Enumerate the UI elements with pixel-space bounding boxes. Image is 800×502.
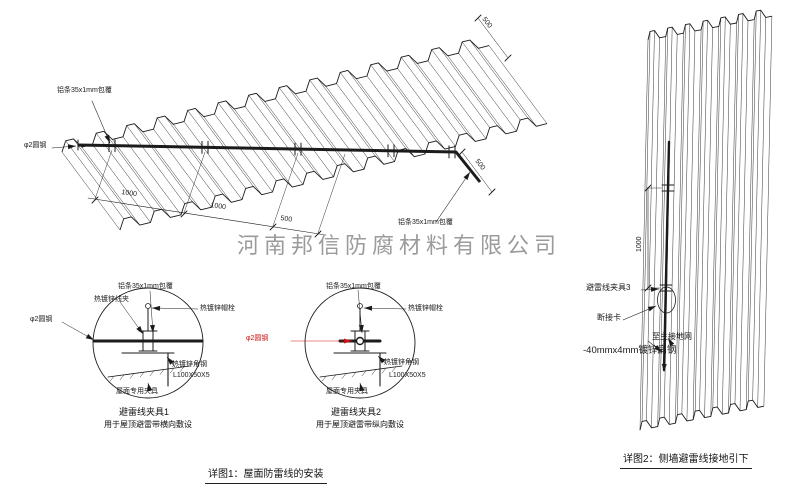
detail2-title: 避雷线夹具2 xyxy=(331,407,382,417)
dim-500-a: 500 xyxy=(279,215,293,224)
label-d2-strip: 铝条35x1mm包覆 xyxy=(326,283,381,290)
label-wall-to-ground: 至主接地网 xyxy=(652,332,692,341)
label-roof-strip-right: 铝条35x1mm包覆 xyxy=(398,219,453,226)
roof-lightning-wire xyxy=(77,139,482,183)
wall-dimension xyxy=(644,184,663,292)
label-d1-clamp: 屋面专用夹具 xyxy=(116,388,158,395)
label-d1-strip: 铝条35x1mm包覆 xyxy=(118,283,173,290)
label-roof-strip-top: 铝条35x1mm包覆 xyxy=(57,87,112,94)
label-d1-round-steel: φ2圆钢 xyxy=(30,316,53,323)
label-d2-bolt: 热镀锌帽栓 xyxy=(408,305,443,312)
wall-sheet xyxy=(639,9,773,431)
label-wall-clamp3: 避雷线夹具3 xyxy=(586,283,631,292)
wall-leaders xyxy=(622,286,675,353)
company-watermark: 河南邦信防腐材料有限公司 xyxy=(237,233,562,258)
label-d1-angle: 热镀锌角钢 xyxy=(172,361,207,368)
roof-sheet xyxy=(61,39,548,231)
label-d1-clip: 热镀锌线夹 xyxy=(94,296,129,303)
label-wall-disconnect: 断接卡 xyxy=(597,313,621,322)
caption-detail1: 详图1：屋面防雷线的安装 xyxy=(205,469,327,484)
label-d1-angle-spec: L100X50X5 xyxy=(173,372,210,379)
detail-circle-2 xyxy=(290,287,416,399)
label-d2-round-steel: φ2圆钢 xyxy=(246,335,269,342)
label-d2-angle: 热镀锌角钢 xyxy=(384,359,419,366)
wall-down-conductor xyxy=(657,140,676,372)
roof-leaders xyxy=(51,100,471,223)
dim-wall-1000: 1000 xyxy=(636,236,643,252)
roof-dimensions xyxy=(87,14,512,238)
label-d2-clamp: 屋面专用夹具 xyxy=(326,388,368,395)
detail1-subtitle: 用于屋顶避雷带横向敷设 xyxy=(104,420,192,429)
detail1-title: 避雷线夹具1 xyxy=(119,407,170,417)
caption-detail2: 详图2：侧墙避雷线接地引下 xyxy=(620,454,752,469)
label-roof-round-steel: φ2圆钢 xyxy=(24,142,47,149)
detail2-subtitle: 用于屋顶避雷带纵向敷设 xyxy=(316,420,404,429)
label-d1-bolt: 热镀锌帽栓 xyxy=(200,305,235,312)
label-d2-angle-spec: L100X50X5 xyxy=(389,372,426,379)
label-wall-flat-steel: -40mmx4mm镀锌扁钢 xyxy=(583,345,677,356)
detail-circle-1 xyxy=(61,287,204,399)
